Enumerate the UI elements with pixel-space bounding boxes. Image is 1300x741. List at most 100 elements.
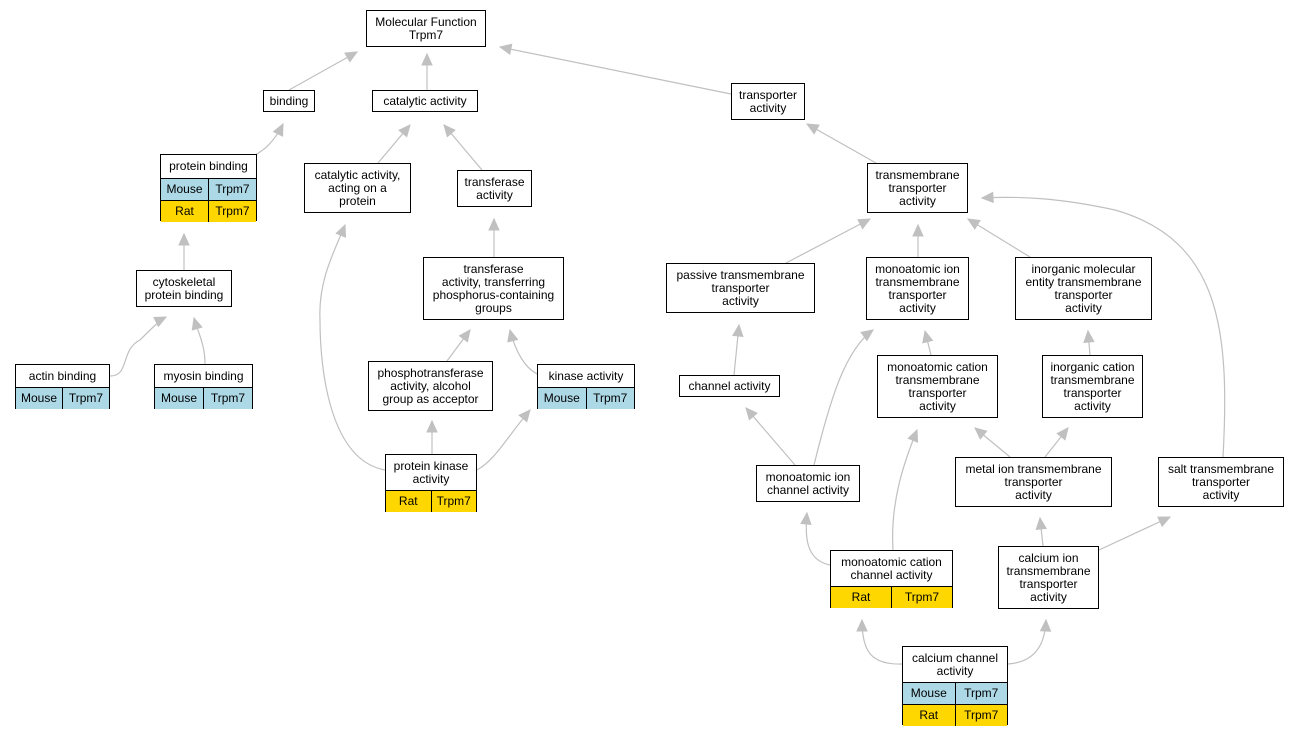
- go-term-label: actin binding: [28, 368, 97, 383]
- annotation-row-rat: Rat Trpm7: [161, 200, 256, 222]
- go-term-label: catalytic activity, acting on a protein: [314, 167, 401, 208]
- go-term-label: phosphotransferase activity, alcohol gro…: [377, 365, 484, 406]
- species-cell: Mouse: [160, 391, 198, 405]
- species-cell: Rat: [175, 204, 194, 218]
- go-term-label: cytoskeletal protein binding: [144, 274, 224, 302]
- edge-protein-kinase-to-catalytic-protein: [319, 224, 386, 471]
- go-term-node-monoion-tm[interactable]: monoatomic ion transmembrane transporter…: [866, 257, 969, 320]
- arrowhead: [458, 329, 471, 343]
- go-term-node-inorg-mol-tm[interactable]: inorganic molecular entity transmembrane…: [1015, 257, 1152, 320]
- arrowhead: [857, 218, 872, 230]
- go-term-node-cytoskeletal[interactable]: cytoskeletal protein binding: [136, 270, 232, 307]
- go-term-node-calcium-ion-tm[interactable]: calcium ion transmembrane transporter ac…: [998, 546, 1099, 609]
- go-term-node-metal-ion-tm[interactable]: metal ion transmembrane transporter acti…: [955, 457, 1112, 507]
- go-term-node-channel[interactable]: channel activity: [679, 375, 780, 397]
- go-term-label: calcium channel activity: [911, 650, 999, 678]
- edge-salt-tm-to-tm-transporter: [981, 196, 1226, 458]
- arrowhead: [856, 618, 868, 632]
- go-term-label: catalytic activity: [383, 93, 467, 108]
- go-term-node-inorg-cation-tm[interactable]: inorganic cation transmembrane transport…: [1042, 355, 1143, 418]
- edge-calcium-channel-to-monocation-channel: [861, 619, 903, 665]
- gene-cell: Trpm7: [208, 179, 256, 200]
- go-term-node-phosphotransferase[interactable]: phosphotransferase activity, alcohol gro…: [368, 361, 493, 411]
- go-term-node-monocation-tm[interactable]: monoatomic cation transmembrane transpor…: [877, 355, 998, 418]
- arrowhead: [498, 43, 513, 55]
- annotation-row-mouse: Mouse Trpm7: [538, 387, 634, 409]
- go-term-label: transferase activity: [464, 174, 525, 202]
- species-cell: Rat: [398, 494, 418, 508]
- arrowhead: [860, 329, 874, 342]
- go-term-label: protein binding: [169, 159, 248, 173]
- arrowhead: [1039, 618, 1052, 632]
- go-term-label: metal ion transmembrane transporter acti…: [965, 461, 1102, 502]
- go-term-node-salt-tm[interactable]: salt transmembrane transporter activity: [1158, 457, 1284, 507]
- edge-transporter-to-root: [499, 46, 732, 95]
- species-cell: Rat: [919, 708, 939, 722]
- gene-cell: Trpm7: [208, 201, 256, 222]
- species-cell: Mouse: [543, 391, 580, 405]
- gene-cell: Trpm7: [203, 388, 252, 409]
- go-term-label: Molecular Function Trpm7: [375, 14, 477, 42]
- arrowhead: [518, 409, 531, 423]
- go-term-node-tm-transporter[interactable]: transmembrane transporter activity: [867, 163, 968, 213]
- go-term-label: kinase activity: [548, 368, 624, 383]
- arrowhead: [443, 124, 456, 138]
- go-term-label: transmembrane transporter activity: [875, 167, 960, 208]
- go-term-label: transferase activity, transferring phosp…: [432, 261, 555, 315]
- go-term-label: binding: [269, 93, 309, 108]
- arrowhead: [398, 124, 411, 138]
- go-term-label: protein kinase activity: [393, 458, 469, 486]
- go-term-label: monoatomic ion transmembrane transporter…: [875, 261, 960, 315]
- arrowhead: [421, 52, 433, 66]
- arrowhead: [344, 51, 359, 63]
- edge-binding-to-root: [288, 51, 358, 91]
- go-term-node-transferase-p[interactable]: transferase activity, transferring phosp…: [423, 257, 564, 320]
- go-term-label: transporter activity: [738, 87, 798, 115]
- go-term-node-monoion-channel[interactable]: monoatomic ion channel activity: [756, 465, 860, 502]
- edge-calcium-channel-to-calcium-ion-tm: [1007, 619, 1047, 665]
- go-term-label: monoatomic cation channel activity: [841, 554, 942, 582]
- edge-tm-transporter-to-transporter: [806, 123, 877, 164]
- species-cell: Mouse: [910, 686, 947, 700]
- arrowhead: [966, 218, 981, 230]
- go-term-node-transferase[interactable]: transferase activity: [457, 170, 532, 207]
- go-term-node-passive-tm[interactable]: passive transmembrane transporter activi…: [666, 263, 815, 313]
- arrowhead: [732, 323, 744, 338]
- go-term-label: inorganic cation transmembrane transport…: [1050, 359, 1135, 413]
- arrowhead: [907, 428, 919, 443]
- edge-monoion-channel-to-monoion-tm: [813, 329, 874, 466]
- arrowhead: [1035, 516, 1047, 531]
- arrowhead: [178, 232, 190, 246]
- go-term-node-catalytic-protein[interactable]: catalytic activity, acting on a protein: [304, 163, 411, 213]
- go-term-node-transporter[interactable]: transporter activity: [731, 83, 805, 120]
- gene-cell: Trpm7: [585, 388, 635, 409]
- go-term-label: channel activity: [688, 378, 771, 393]
- arrowhead: [912, 223, 924, 237]
- annotation-row-mouse: Mouse Trpm7: [161, 178, 256, 200]
- edge-passive-tm-to-tm-transporter: [785, 218, 871, 264]
- go-term-node-root[interactable]: Molecular Function Trpm7: [366, 10, 486, 47]
- arrowhead: [974, 427, 988, 440]
- go-term-node-catalytic[interactable]: catalytic activity: [372, 90, 478, 112]
- species-cell: Mouse: [20, 391, 58, 405]
- gene-cell: Trpm7: [430, 491, 477, 512]
- go-term-node-binding[interactable]: binding: [263, 90, 315, 112]
- arrowhead: [1083, 329, 1095, 343]
- species-cell: Mouse: [166, 182, 203, 196]
- arrowhead: [153, 316, 168, 328]
- go-term-label: myosin binding: [163, 368, 244, 383]
- gene-cell: Trpm7: [954, 705, 1008, 726]
- edge-monoion-channel-to-channel: [745, 407, 796, 466]
